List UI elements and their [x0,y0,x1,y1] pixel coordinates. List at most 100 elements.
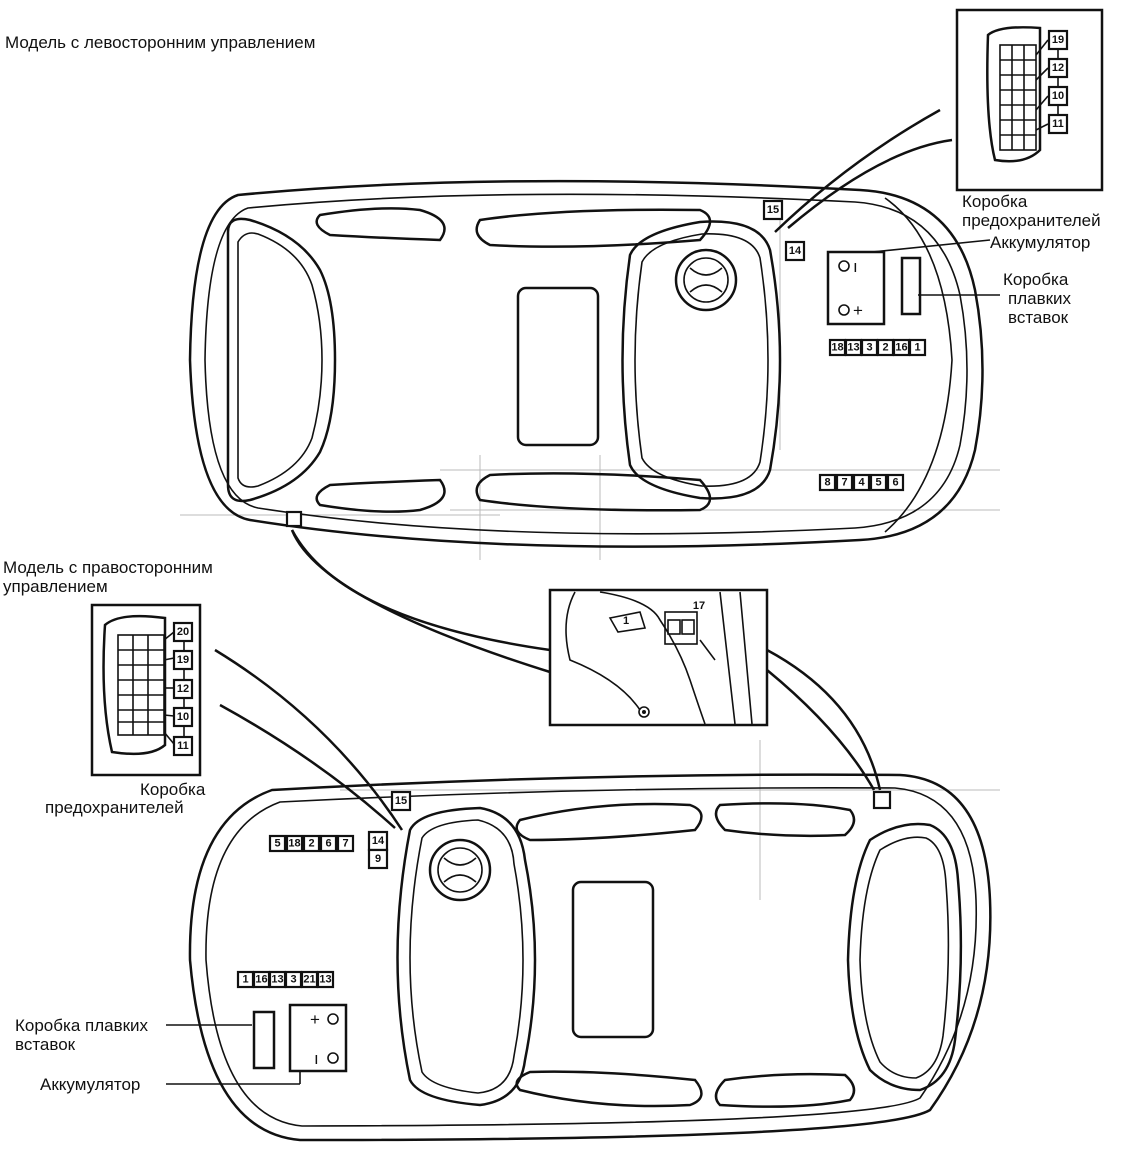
rhd-bottom-component-3: 3 [284,970,303,989]
rhd-battery-terminal-pos: + [310,1010,320,1029]
rhd-fusible-link-box [252,1010,276,1070]
rhd-inset-fuse-1-label: 19 [177,654,189,666]
lhd-fusible-link-box [900,256,922,316]
rhd-inset-fuse-0: 20 [172,621,194,643]
lhd-component-1: 14 [784,240,806,262]
lhd-rear-component-3: 2 [876,338,895,357]
fuse-box-label-left-line2: предохранителей [45,798,184,817]
lhd-rear-component-0: 18 [828,338,847,357]
lhd-marker-square [285,510,303,528]
rhd-component-1: 14 [367,830,389,852]
rhd-inset-fuse-3: 10 [172,706,194,728]
lhd-front-component-3: 5 [869,473,888,492]
fusible-label-top-line1: Коробка [1003,270,1069,289]
rhd-bottom-component-4-label: 21 [303,974,315,986]
rhd-top-component-2-label: 2 [308,838,314,850]
fuse-box-label-top-line1: Коробка [962,192,1028,211]
fusible-label-top-line3: вставок [1008,308,1069,327]
lhd-rear-component-2: 3 [860,338,879,357]
rhd-bottom-component-5: 13 [316,970,335,989]
lhd-rear-component-4-label: 16 [895,342,907,354]
rhd-callout-lines [166,648,404,1085]
lhd-rear-component-3-label: 2 [882,342,888,354]
lhd-inset-fuse-3: 11 [1047,113,1069,135]
rhd-inset-fuse-4: 11 [172,735,194,757]
battery-label-bottom: Аккумулятор [40,1075,140,1094]
lhd-front-component-4-label: 6 [892,477,898,489]
rhd-inset-fuse-3-label: 10 [177,711,189,723]
lhd-battery: ı + [826,250,886,326]
lhd-rear-component-5-label: 1 [914,342,920,354]
fuse-grid-bottom [118,635,164,735]
lhd-component-0: 15 [762,199,784,221]
rhd-component-0-label: 15 [395,795,407,807]
rhd-bottom-component-1: 16 [252,970,271,989]
fusible-label-bottom-line2: вставок [15,1035,76,1054]
rhd-component-2: 9 [367,848,389,870]
middle-label-17: 17 [693,600,705,612]
fuse-box-label-top-line2: предохранителей [962,211,1101,230]
rhd-bottom-component-0: 1 [236,970,255,989]
rhd-battery: + ı [288,1003,348,1073]
rhd-inset-fuse-0-label: 20 [177,626,189,638]
lhd-front-component-1: 7 [835,473,854,492]
rhd-fuse-box-inset: 20 19 12 10 11 [90,603,202,777]
lhd-rear-component-1: 13 [844,338,863,357]
lhd-front-component-4: 6 [886,473,905,492]
rhd-top-component-1: 18 [285,834,304,853]
lhd-model-title: Модель с левосторонним управлением [5,33,315,52]
lhd-inset-fuse-0-label: 19 [1052,34,1064,46]
lhd-callout-lines [290,108,1000,791]
rhd-battery-terminal-neg: ı [314,1049,319,1068]
fuse-grid-top [1000,45,1036,150]
rhd-inset-fuse-2-label: 12 [177,683,189,695]
battery-label-top: Аккумулятор [990,233,1090,252]
lhd-front-component-0: 8 [818,473,837,492]
lhd-inset-fuse-2: 10 [1047,85,1069,107]
lhd-component-1-label: 14 [789,245,802,257]
lhd-inset-fuse-1: 12 [1047,57,1069,79]
rhd-bottom-component-3-label: 3 [290,974,296,986]
rhd-top-component-3: 6 [319,834,338,853]
rhd-bottom-component-0-label: 1 [242,974,248,986]
lhd-inset-fuse-2-label: 10 [1052,90,1064,102]
rhd-bottom-component-5-label: 13 [319,974,331,986]
fuse-box-label-left-line1: Коробка [140,780,206,799]
lhd-rear-component-1-label: 13 [847,342,859,354]
rhd-inset-fuse-4-label: 11 [177,740,189,752]
middle-detail-inset: 17 1 [548,588,769,727]
lhd-inset-fuse-0: 19 [1047,29,1069,51]
rhd-top-component-4-label: 7 [342,838,348,850]
lhd-rear-component-2-label: 3 [866,342,872,354]
rhd-inset-fuse-2: 12 [172,678,194,700]
lhd-front-component-1-label: 7 [841,477,847,489]
fusible-label-top-line2: плавких [1008,289,1072,308]
rhd-component-0: 15 [390,790,412,812]
rhd-model-title-line2: управлением [3,577,108,596]
rhd-top-component-0-label: 5 [274,838,280,850]
lhd-battery-terminal-pos: + [853,301,863,320]
lhd-inset-fuse-1-label: 12 [1052,62,1064,74]
rhd-top-component-4: 7 [336,834,355,853]
lhd-front-component-3-label: 5 [875,477,881,489]
lhd-fuse-box-inset: 19 12 10 11 [955,8,1104,192]
rhd-inset-fuse-1: 19 [172,649,194,671]
middle-label-1: 1 [623,615,629,627]
rhd-top-component-1-label: 18 [288,838,300,850]
rhd-bottom-component-2: 13 [268,970,287,989]
lhd-component-0-label: 15 [767,204,779,216]
lhd-rear-component-0-label: 18 [831,342,843,354]
rhd-bottom-component-2-label: 13 [271,974,283,986]
rhd-top-component-2: 2 [302,834,321,853]
lhd-inset-fuse-3-label: 11 [1052,118,1064,130]
rhd-top-component-3-label: 6 [325,838,331,850]
rhd-top-component-0: 5 [268,834,287,853]
rhd-bottom-component-1-label: 16 [255,974,267,986]
rhd-component-1-label: 14 [372,835,385,847]
rhd-bottom-component-4: 21 [300,970,319,989]
lhd-front-component-2: 4 [852,473,871,492]
lhd-rear-component-5: 1 [908,338,927,357]
rhd-model-title-line1: Модель с правосторонним [3,558,213,577]
fusible-label-bottom-line1: Коробка плавких [15,1016,149,1035]
